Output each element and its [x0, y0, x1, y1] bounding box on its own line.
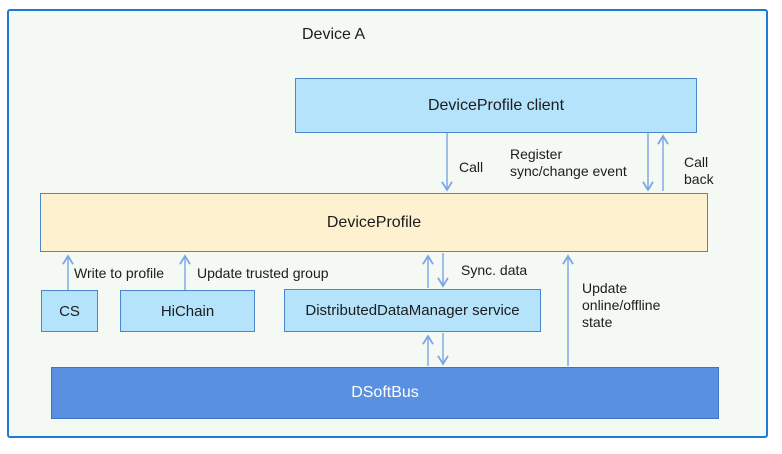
dsoftbus-box: DSoftBus: [51, 367, 719, 419]
sync-data-label: Sync. data: [461, 262, 528, 278]
cs-box: CS: [41, 290, 98, 332]
write-to-profile-label: Write to profile: [74, 265, 164, 281]
diagram-title: Device A: [302, 26, 366, 43]
call-label: Call: [459, 159, 484, 175]
device-profile-client-box: DeviceProfile client: [295, 78, 697, 133]
device-profile-box: DeviceProfile: [40, 193, 708, 252]
distributed-data-manager-service-box: DistributedDataManager service: [284, 289, 541, 332]
hichain-box: HiChain: [120, 290, 255, 332]
update-trusted-group-label: Update trusted group: [197, 265, 329, 281]
